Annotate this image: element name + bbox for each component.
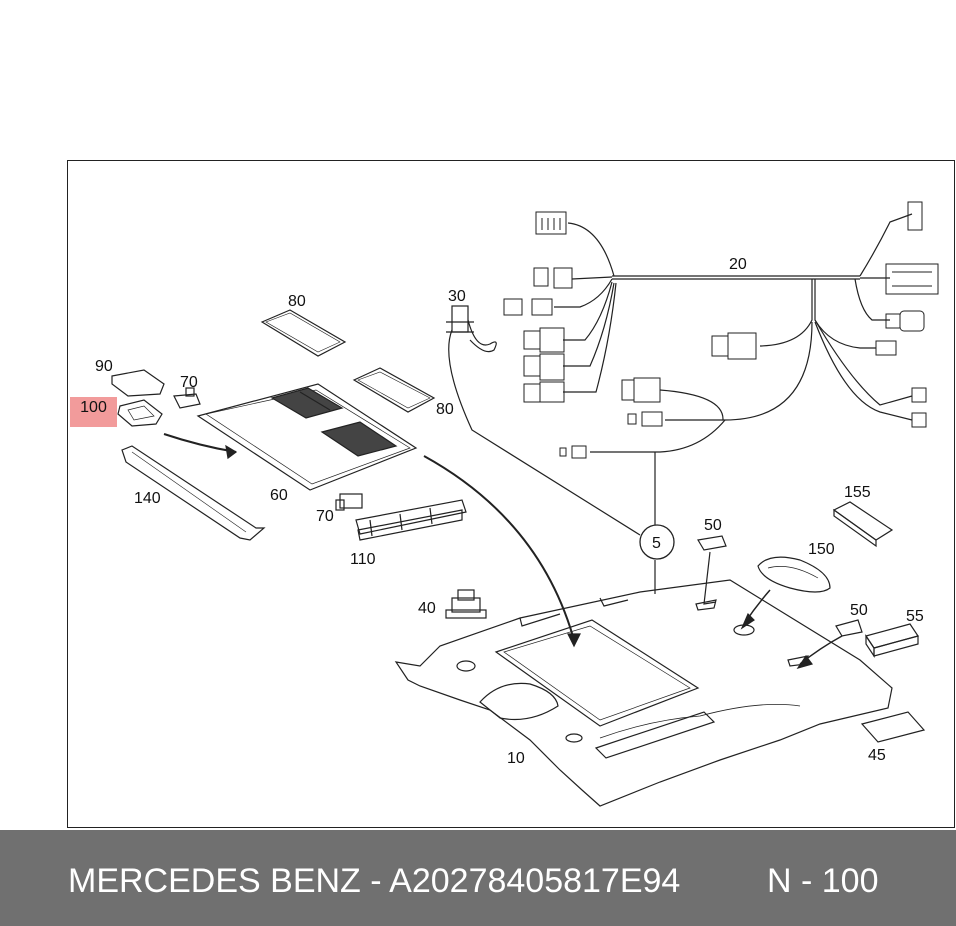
part-150-mirror <box>740 556 831 630</box>
label-20: 20 <box>729 256 747 273</box>
part-labels: 20 30 80 80 90 70 60 140 70 110 5 50 155… <box>95 256 924 767</box>
label-45: 45 <box>868 747 886 764</box>
part-155-pad <box>832 501 894 548</box>
label-80a: 80 <box>288 293 306 310</box>
harness-connectors <box>503 201 939 459</box>
label-50b: 50 <box>850 602 868 619</box>
label-30: 30 <box>448 288 466 305</box>
label-90: 90 <box>95 358 113 375</box>
footer-part-number: MERCEDES BENZ - A20278405817E94 <box>68 862 681 900</box>
diagram-frame <box>67 160 955 828</box>
part-70-clip-lower <box>335 493 363 511</box>
label-155: 155 <box>844 484 871 501</box>
part-80-filter-right <box>352 367 436 413</box>
label-60: 60 <box>270 487 288 504</box>
label-70b: 70 <box>316 508 334 525</box>
label-55: 55 <box>906 608 924 625</box>
label-150: 150 <box>808 541 835 558</box>
label-140: 140 <box>134 490 161 507</box>
part-50-clip-left <box>697 535 727 605</box>
part-140-trim <box>121 445 266 541</box>
callout-circle-5 <box>639 524 675 560</box>
footer-bar <box>0 830 956 926</box>
footer-reference: N - 100 <box>767 862 879 900</box>
part-10-headliner <box>394 579 893 807</box>
part-60-panel <box>196 383 418 491</box>
arrow-100-to-60 <box>163 433 237 453</box>
arrow-60-to-10 <box>423 455 575 641</box>
part-45-sheet <box>860 711 926 743</box>
label-100-highlighted: 100 <box>80 399 107 416</box>
label-110: 110 <box>350 551 376 568</box>
label-40: 40 <box>418 600 436 617</box>
highlight-box-100 <box>70 397 117 427</box>
part-110-rail <box>355 499 467 541</box>
label-5: 5 <box>652 535 661 552</box>
part-80-filter-top <box>260 309 347 357</box>
wiring-harness <box>554 213 913 594</box>
part-40-lamp <box>445 589 487 619</box>
part-90-cover <box>111 369 165 397</box>
label-50a: 50 <box>704 517 722 534</box>
parts-diagram: 20 30 80 80 90 70 60 140 70 110 5 50 155… <box>95 201 939 807</box>
part-100-housing <box>117 399 163 427</box>
label-80b: 80 <box>436 401 454 418</box>
label-70a: 70 <box>180 374 198 391</box>
part-70-clip-upper <box>173 387 201 409</box>
label-10: 10 <box>507 750 525 767</box>
part-30-clip <box>446 305 641 536</box>
part-55-pad <box>865 623 919 658</box>
